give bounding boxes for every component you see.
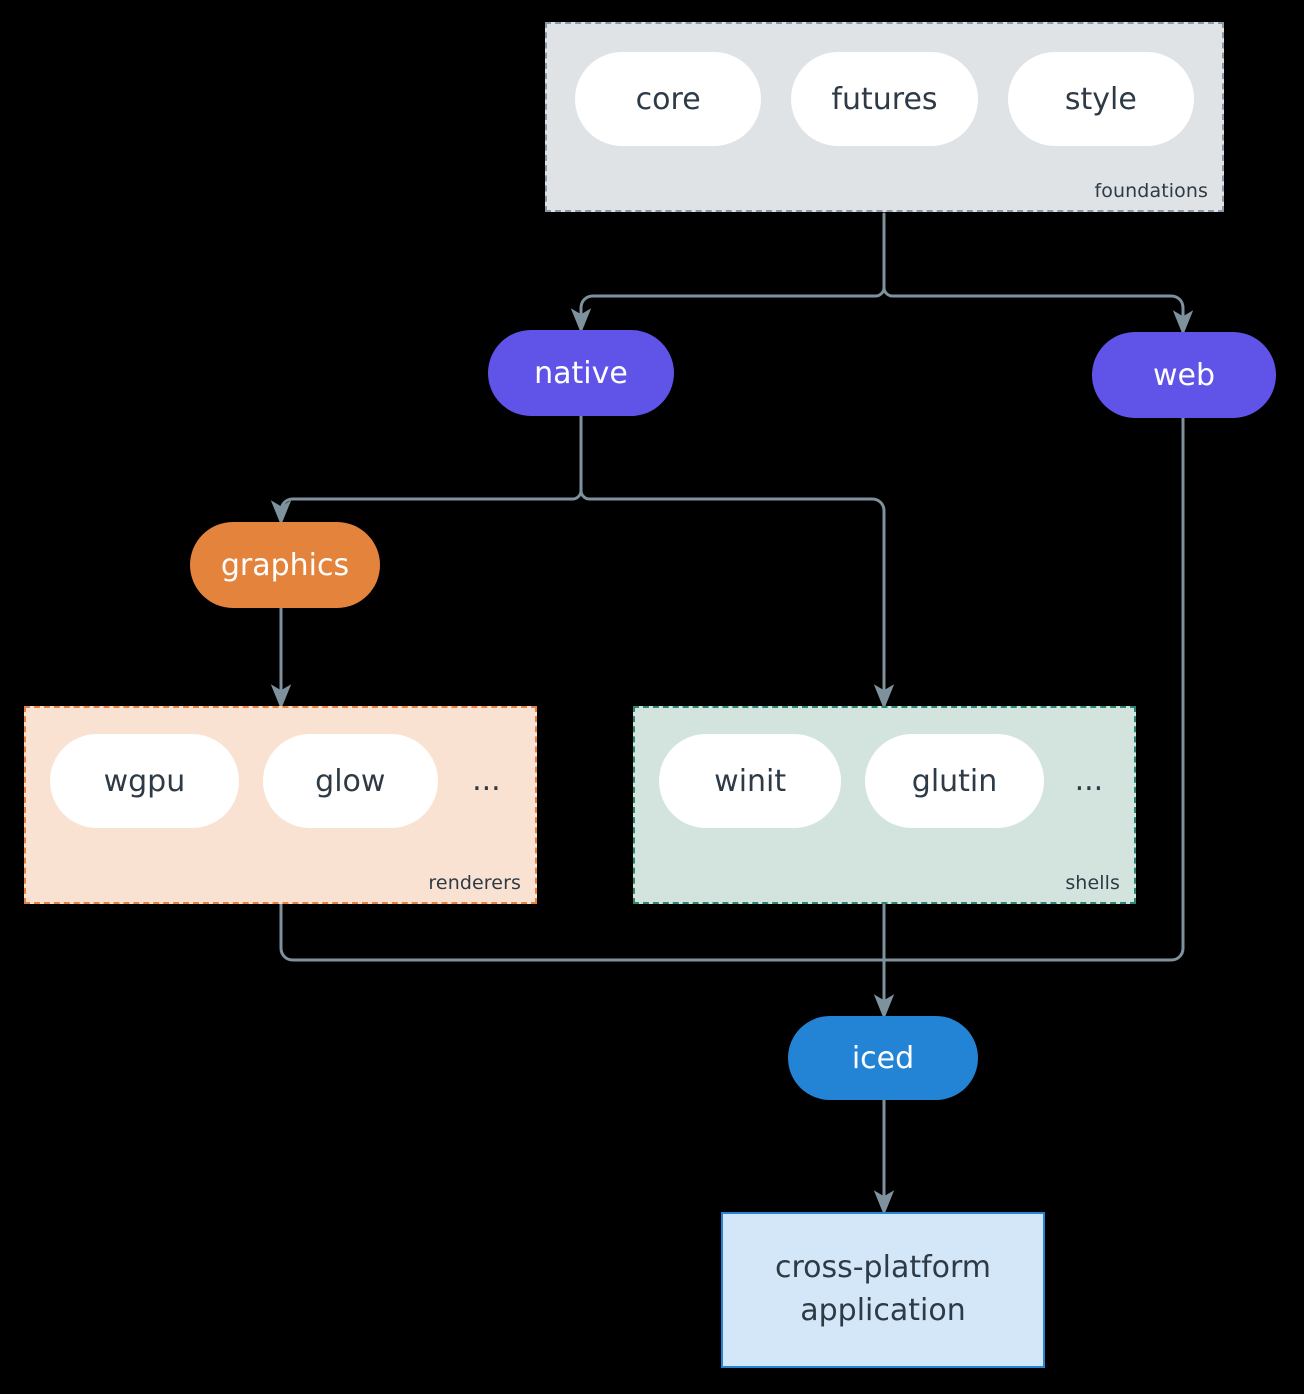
shells-more-ellipsis: ...	[1074, 763, 1104, 798]
node-graphics[interactable]: graphics	[190, 522, 380, 608]
node-web[interactable]: web	[1092, 332, 1276, 418]
edge-foundations-native	[570, 283, 886, 334]
edge-native-shells	[579, 486, 895, 710]
group-label-foundations: foundations	[1094, 180, 1208, 202]
node-cross-platform-application[interactable]: cross-platform application	[721, 1212, 1045, 1368]
node-native[interactable]: native	[488, 330, 674, 416]
node-iced[interactable]: iced	[788, 1016, 978, 1100]
edge-renderers-iced	[279, 902, 886, 962]
group-foundations: core futures style foundations	[545, 22, 1224, 212]
group-label-renderers: renderers	[428, 872, 521, 894]
foundations-item-style[interactable]: style	[1007, 52, 1194, 146]
group-label-shells: shells	[1065, 872, 1120, 894]
renderers-item-glow[interactable]: glow	[262, 734, 438, 828]
shells-item-winit[interactable]: winit	[659, 734, 842, 828]
renderers-more-ellipsis: ...	[472, 763, 501, 798]
foundations-item-core[interactable]: core	[575, 52, 762, 146]
renderers-item-wgpu[interactable]: wgpu	[50, 734, 239, 828]
group-renderers: wgpu glow ... renderers	[24, 706, 537, 904]
edge-native-graphics	[270, 486, 583, 526]
application-line-2: application	[800, 1293, 966, 1328]
edge-foundations-web	[882, 283, 1194, 336]
shells-item-glutin[interactable]: glutin	[865, 734, 1044, 828]
application-line-1: cross-platform	[774, 1250, 992, 1286]
foundations-item-futures[interactable]: futures	[791, 52, 978, 146]
group-shells: winit glutin ... shells	[633, 706, 1136, 904]
